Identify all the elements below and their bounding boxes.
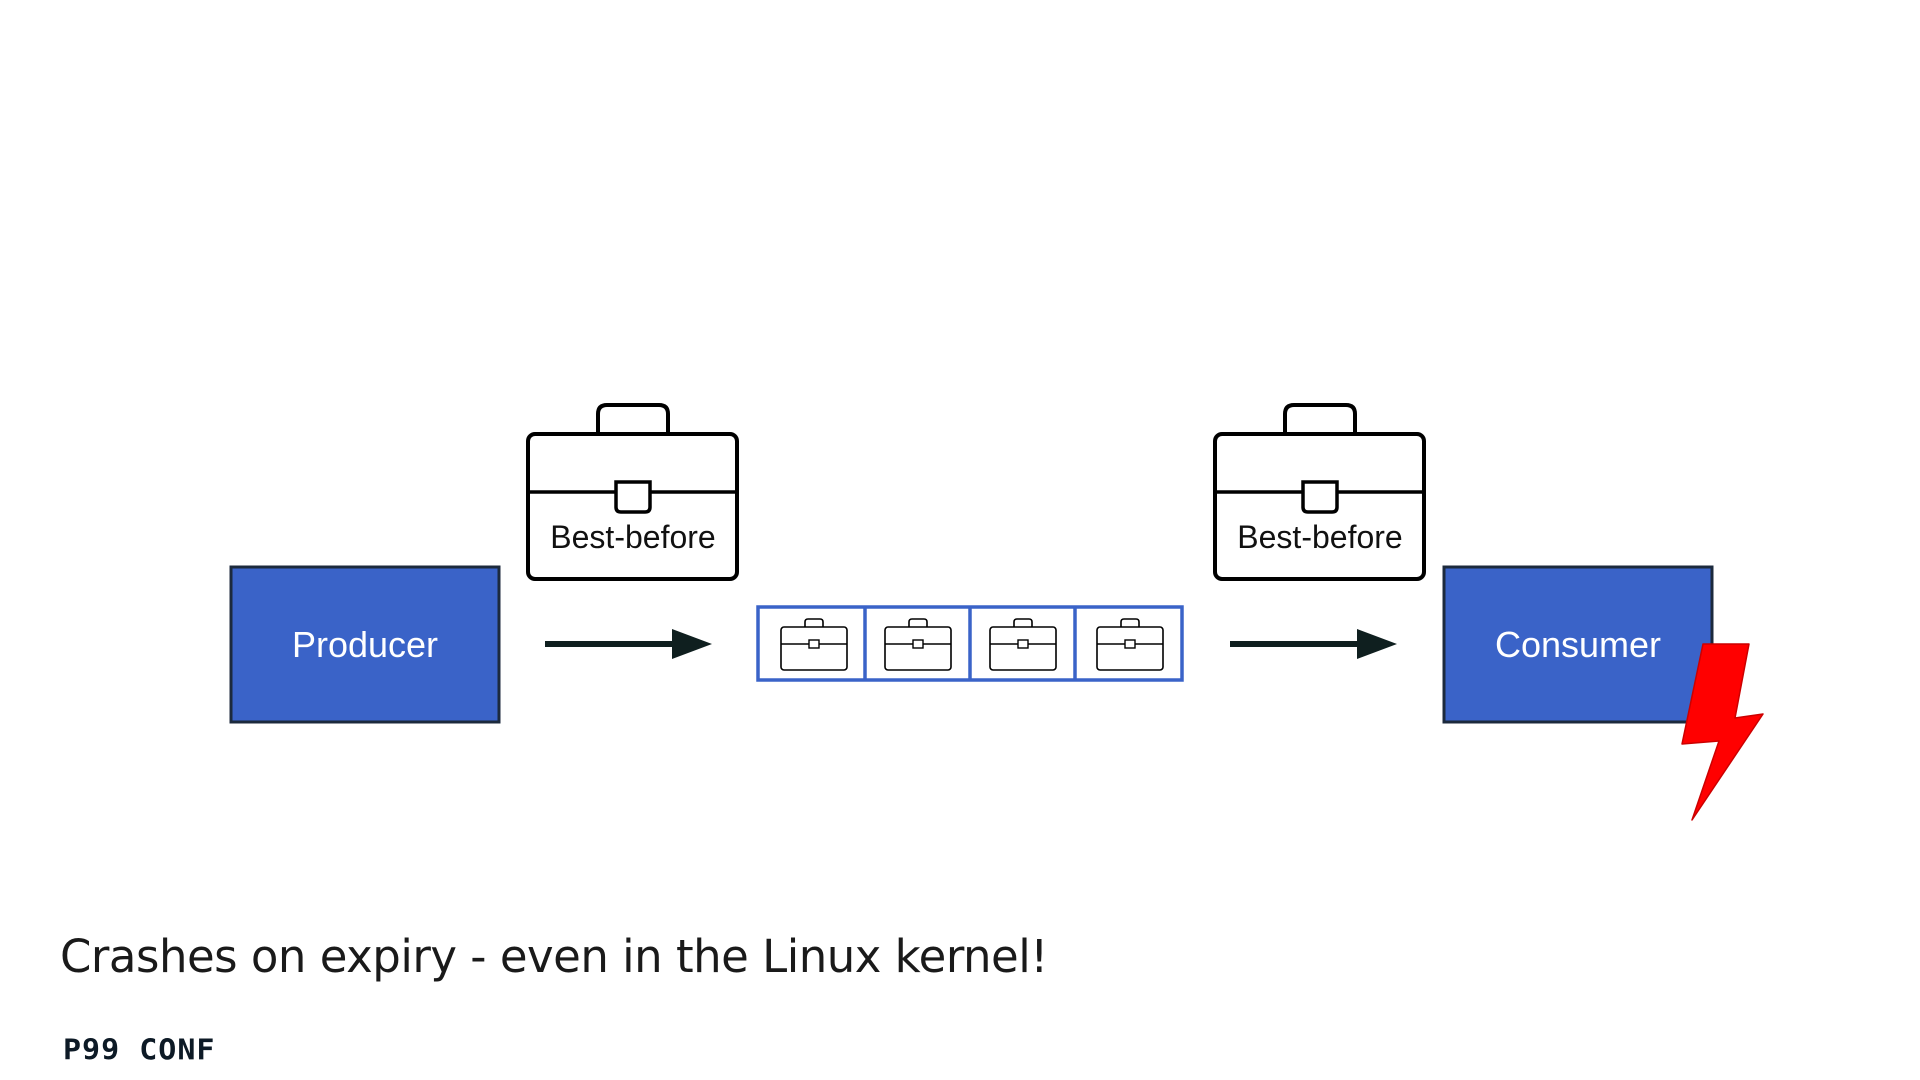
left-package-label: Best-before <box>550 519 715 555</box>
queue-slot-3-briefcase-icon <box>989 618 1057 671</box>
right-package-label: Best-before <box>1237 519 1402 555</box>
queue-slot-1-briefcase-icon <box>780 618 848 671</box>
consumer-label: Consumer <box>1495 624 1661 665</box>
slide-caption: Crashes on expiry - even in the Linux ke… <box>60 930 1048 983</box>
producer-label: Producer <box>292 624 438 665</box>
conference-logo: P99 CONF <box>63 1034 216 1068</box>
queue-slot-4-briefcase-icon <box>1096 618 1164 671</box>
queue-slot-2-briefcase-icon <box>884 618 952 671</box>
consumer-node: Consumer <box>1442 565 1714 724</box>
lightning-bolt-icon <box>1681 643 1764 821</box>
arrow-icon <box>1230 629 1397 659</box>
briefcase-icon: Best-before <box>1213 403 1426 581</box>
queue <box>756 605 1184 682</box>
producer-node: Producer <box>229 565 501 724</box>
arrow-icon <box>545 629 712 659</box>
briefcase-icon: Best-before <box>526 403 739 581</box>
